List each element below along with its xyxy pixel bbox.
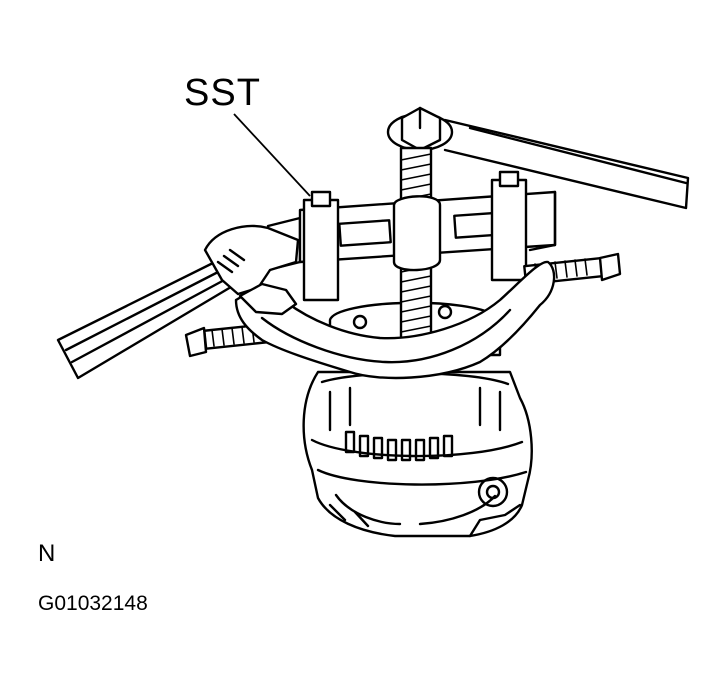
wrench-handle [386,106,690,210]
figure-id-label: G01032148 [38,592,148,615]
sst-label: SST [184,72,261,114]
adjustable-wrench [56,224,300,380]
puller-frame [234,260,556,380]
alternator-vents [344,430,454,462]
view-code-label: N [38,540,56,567]
sst-leader-line [233,113,311,197]
puller-legs [302,170,528,302]
alternator [302,370,533,538]
